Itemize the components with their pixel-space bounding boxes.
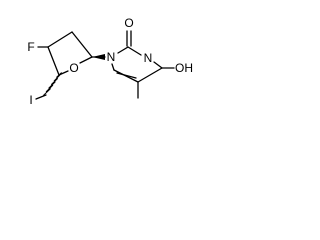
atom-hydroxyl: OH xyxy=(175,61,193,75)
atom-carbonyl-oxygen: O xyxy=(124,16,133,30)
bond-n3-c4 xyxy=(153,61,163,69)
bond-c3-c2 xyxy=(47,31,73,48)
bond-c1-o xyxy=(79,56,93,64)
atom-nitrogen-1: N xyxy=(107,50,116,64)
bond-n1-c2 xyxy=(117,46,129,54)
atom-fluorine: F xyxy=(27,40,34,54)
bond-c4-c3 xyxy=(47,46,60,76)
hashed-bond-c4-ch2 xyxy=(43,72,62,96)
bond-c6-n1 xyxy=(111,63,115,71)
molecule-structure: F I O N O N OH xyxy=(27,16,193,107)
bond-c4-c5 xyxy=(137,67,163,83)
bond-o-c4 xyxy=(58,70,69,76)
bond-c6-c5-double xyxy=(116,72,137,79)
atom-ring-oxygen: O xyxy=(69,61,78,75)
bond-ch2-i xyxy=(35,94,47,100)
atom-iodine: I xyxy=(29,93,32,107)
bond-c2-n3 xyxy=(127,46,142,56)
bond-c2-c1 xyxy=(71,31,93,58)
atom-nitrogen-3: N xyxy=(144,51,153,65)
